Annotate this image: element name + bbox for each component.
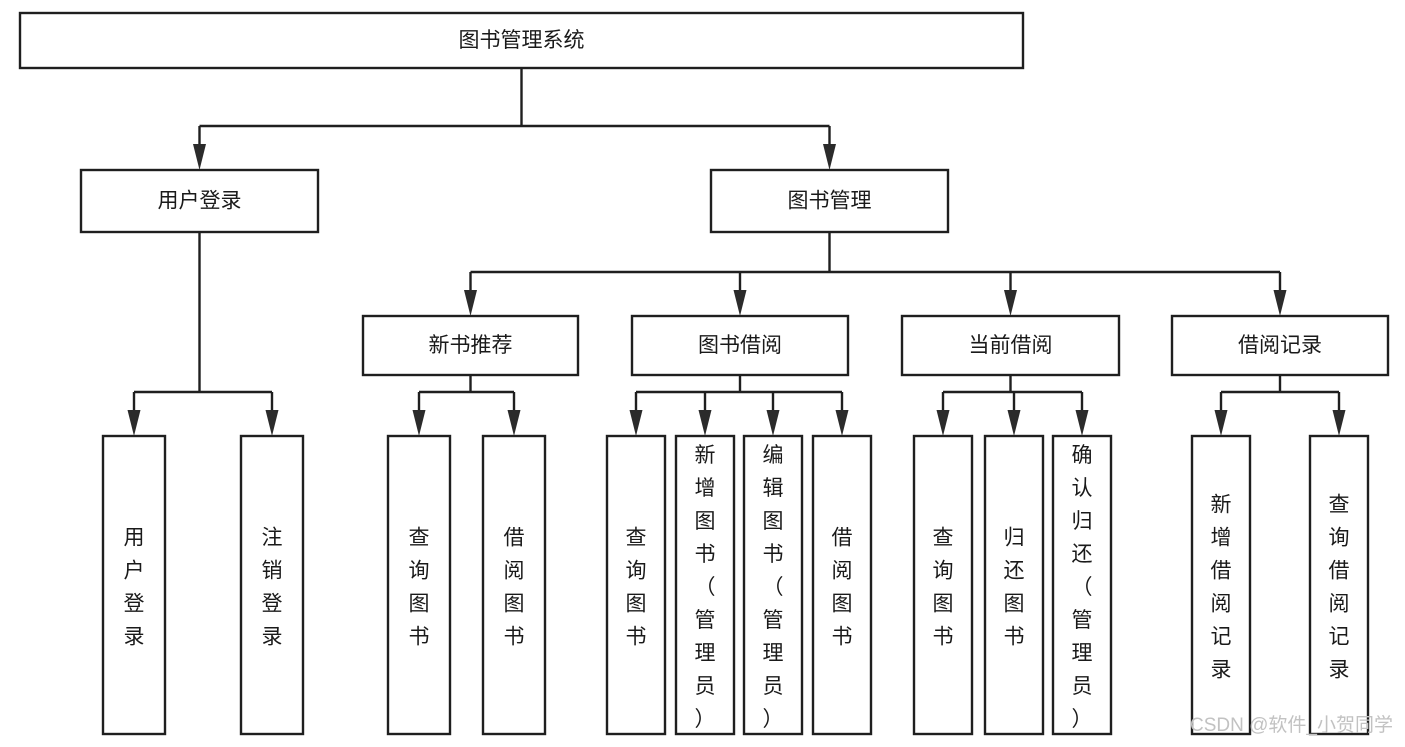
node-box-leaf-return-book[interactable] [983, 434, 1045, 736]
arrow-head-icon [127, 410, 141, 436]
node-label-leaf-query-record: 查询借阅记录 [1329, 494, 1350, 682]
arrow-head-icon [1332, 410, 1346, 436]
connector-group-current-borrow [936, 375, 1089, 436]
node-box-leaf-query-book-3[interactable] [912, 434, 974, 736]
arrow-head-icon [835, 410, 849, 436]
node-label-leaf-query-book-2: 查询图书 [626, 527, 647, 649]
node-label-user-login: 用户登录 [158, 190, 242, 213]
node-current-borrow[interactable]: 当前借阅 [900, 314, 1121, 377]
node-box-leaf-query-record[interactable] [1308, 434, 1370, 736]
arrow-head-icon [936, 410, 950, 436]
connector-group-user-login [127, 232, 279, 436]
node-label-leaf-confirm-return: 确认归还（管理员） [1072, 444, 1093, 731]
node-leaf-add-book[interactable]: 新增图书（管理员） [674, 434, 736, 736]
arrow-head-icon [1007, 410, 1021, 436]
node-leaf-query-book-3[interactable]: 查询图书 [912, 434, 974, 736]
connector-group-borrow-record [1214, 375, 1346, 436]
arrow-head-icon [1273, 290, 1287, 316]
node-label-new-book-recommend: 新书推荐 [429, 334, 513, 357]
node-root[interactable]: 图书管理系统 [18, 11, 1025, 70]
arrow-head-icon [629, 410, 643, 436]
node-leaf-query-record[interactable]: 查询借阅记录 [1308, 434, 1370, 736]
node-leaf-borrow-book-2[interactable]: 借阅图书 [811, 434, 873, 736]
arrow-head-icon [193, 144, 206, 170]
node-leaf-user-login[interactable]: 用户登录 [101, 434, 167, 736]
arrow-head-icon [1004, 290, 1017, 316]
node-label-leaf-edit-book: 编辑图书（管理员） [763, 444, 784, 731]
node-label-book-manage: 图书管理 [788, 190, 872, 213]
node-box-leaf-query-book-2[interactable] [605, 434, 667, 736]
node-new-book-recommend[interactable]: 新书推荐 [361, 314, 580, 377]
node-box-leaf-add-record[interactable] [1190, 434, 1252, 736]
arrow-head-icon [823, 144, 836, 170]
node-box-leaf-edit-book[interactable] [742, 434, 804, 736]
arrow-head-icon [507, 410, 521, 436]
node-box-user-login[interactable] [79, 168, 320, 234]
node-borrow-record[interactable]: 借阅记录 [1170, 314, 1390, 377]
node-box-borrow-record[interactable] [1170, 314, 1390, 377]
node-book-borrow[interactable]: 图书借阅 [630, 314, 850, 377]
node-box-leaf-add-book[interactable] [674, 434, 736, 736]
node-box-book-manage[interactable] [709, 168, 950, 234]
node-label-borrow-record: 借阅记录 [1238, 334, 1322, 357]
node-box-book-borrow[interactable] [630, 314, 850, 377]
connector-group-root [193, 68, 836, 170]
connector-lines-layer [127, 68, 1346, 436]
arrow-head-icon [1214, 410, 1228, 436]
node-label-leaf-add-book: 新增图书（管理员） [695, 444, 716, 731]
node-label-leaf-borrow-book-2: 借阅图书 [832, 527, 853, 649]
node-box-current-borrow[interactable] [900, 314, 1121, 377]
node-user-login[interactable]: 用户登录 [79, 168, 320, 234]
node-leaf-logout[interactable]: 注销登录 [239, 434, 305, 736]
node-label-leaf-return-book: 归还图书 [1004, 527, 1025, 649]
arrow-head-icon [766, 410, 780, 436]
node-box-root[interactable] [18, 11, 1025, 70]
arrow-head-icon [1075, 410, 1089, 436]
node-box-leaf-borrow-book-2[interactable] [811, 434, 873, 736]
node-label-root: 图书管理系统 [459, 29, 585, 52]
node-leaf-borrow-book-1[interactable]: 借阅图书 [481, 434, 547, 736]
watermark-label: CSDN @软件_小贺同学 [1190, 714, 1393, 736]
arrow-head-icon [733, 290, 747, 316]
node-box-leaf-confirm-return[interactable] [1051, 434, 1113, 736]
node-box-leaf-query-book-1[interactable] [386, 434, 452, 736]
node-label-leaf-logout: 注销登录 [262, 527, 283, 649]
node-boxes-layer: 图书管理系统用户登录图书管理新书推荐图书借阅当前借阅借阅记录用户登录注销登录查询… [18, 11, 1390, 736]
arrow-head-icon [698, 410, 712, 436]
node-box-leaf-user-login[interactable] [101, 434, 167, 736]
node-label-book-borrow: 图书借阅 [698, 334, 782, 357]
node-label-leaf-borrow-book-1: 借阅图书 [504, 527, 525, 649]
node-box-new-book-recommend[interactable] [361, 314, 580, 377]
node-box-leaf-logout[interactable] [239, 434, 305, 736]
node-label-leaf-query-book-3: 查询图书 [933, 527, 954, 649]
node-label-leaf-user-login: 用户登录 [124, 527, 145, 649]
node-leaf-confirm-return[interactable]: 确认归还（管理员） [1051, 434, 1113, 736]
node-book-manage[interactable]: 图书管理 [709, 168, 950, 234]
node-box-leaf-borrow-book-1[interactable] [481, 434, 547, 736]
node-leaf-return-book[interactable]: 归还图书 [983, 434, 1045, 736]
arrow-head-icon [412, 410, 426, 436]
connector-group-book-borrow [629, 375, 849, 436]
node-label-leaf-query-book-1: 查询图书 [409, 527, 430, 649]
node-leaf-edit-book[interactable]: 编辑图书（管理员） [742, 434, 804, 736]
connector-group-new-book-recommend [412, 375, 521, 436]
node-leaf-query-book-1[interactable]: 查询图书 [386, 434, 452, 736]
node-label-current-borrow: 当前借阅 [969, 334, 1053, 357]
node-leaf-add-record[interactable]: 新增借阅记录 [1190, 434, 1252, 736]
node-leaf-query-book-2[interactable]: 查询图书 [605, 434, 667, 736]
arrow-head-icon [265, 410, 279, 436]
arrow-head-icon [464, 290, 477, 316]
node-label-leaf-add-record: 新增借阅记录 [1211, 494, 1232, 682]
connector-group-book-manage [464, 232, 1287, 316]
